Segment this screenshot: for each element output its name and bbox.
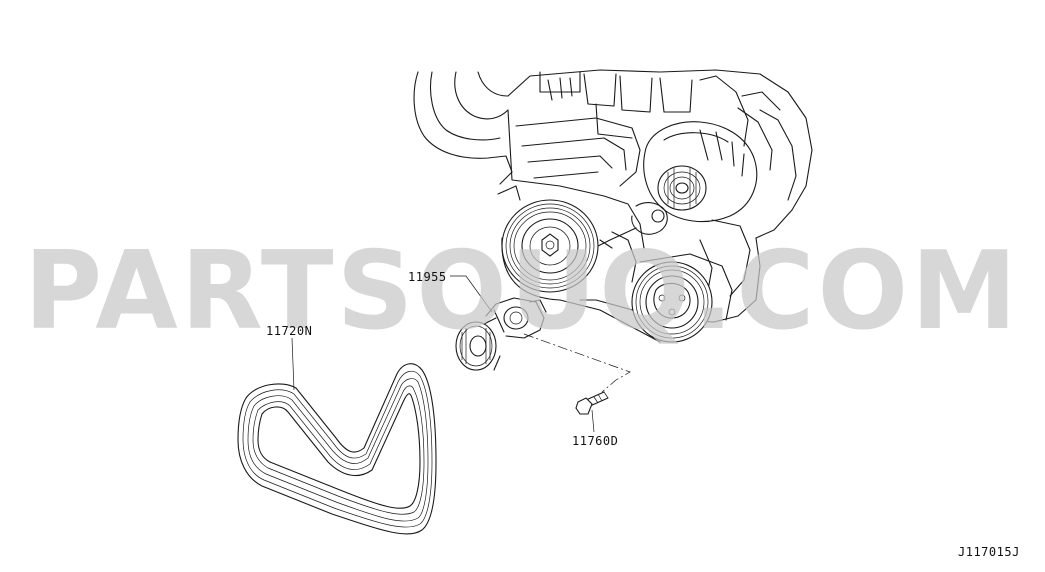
belt-tensioner — [455, 297, 547, 371]
watermark-text: PARTSOUQ.COM — [24, 229, 1020, 354]
tensioner-bolt — [575, 391, 609, 415]
callout-label-tensioner: 11955 — [408, 270, 447, 284]
diagram-code: J117015J — [958, 545, 1020, 559]
compressor-pulley — [631, 253, 733, 343]
engine-block-outline — [413, 69, 813, 343]
alternator — [643, 107, 773, 223]
drive-belt — [237, 363, 437, 535]
callout-label-bolt: 11760D — [572, 434, 618, 448]
callout-label-belt: 11720N — [266, 324, 312, 338]
